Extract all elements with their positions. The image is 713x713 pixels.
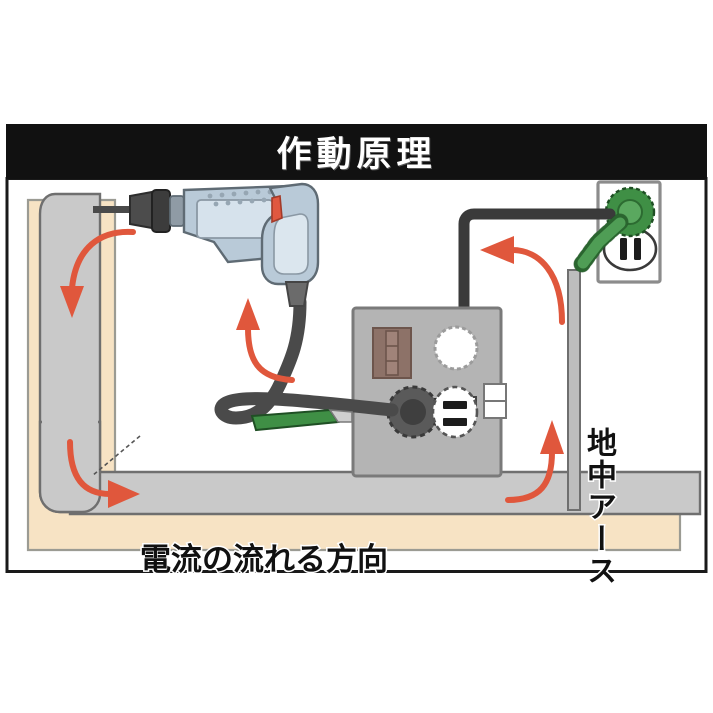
drill-neck <box>169 195 185 227</box>
drill-chuck <box>129 190 153 230</box>
flow-arrows <box>60 228 565 508</box>
drill-chuck-collar <box>151 189 171 233</box>
outlet-slot-right <box>634 238 641 260</box>
drill-trigger <box>271 194 283 224</box>
arrow-up-earth-rod-head <box>540 420 564 454</box>
drill-green-plug <box>250 408 353 432</box>
wall-outlet <box>596 180 662 284</box>
arrow-down-column-path <box>69 228 136 291</box>
label-leader-line <box>91 435 141 477</box>
arrow-up-earth-rod-path <box>505 449 555 503</box>
page-title: 作動原理 <box>276 135 437 175</box>
control-box-knob-core[interactable] <box>400 399 426 425</box>
control-box-socket-body <box>431 385 479 439</box>
label-underground-earth: 地中アース <box>580 426 618 589</box>
control-box-dial[interactable] <box>433 325 479 371</box>
arrow-right-foundation-path <box>67 439 113 497</box>
drill-handle-inner <box>273 213 309 275</box>
drill-vents <box>207 189 273 207</box>
earth-rod-group <box>567 269 581 511</box>
arrow-right-foundation-head <box>108 480 140 508</box>
control-box-socket-slot-top <box>443 401 467 409</box>
earth-rod <box>567 269 581 511</box>
power-cable <box>458 208 616 314</box>
drill-cord-boot <box>284 281 310 307</box>
arrow-left-cable-head <box>480 236 514 264</box>
arrow-up-drill-head <box>236 298 260 330</box>
control-box-socket-slot-bottom <box>443 418 467 426</box>
label-current-direction: 電流の流れる方向 <box>139 541 390 580</box>
control-box-button-stack-bottom[interactable] <box>483 400 507 419</box>
arrow-left-cable-path <box>509 247 565 325</box>
outlet-slot-left <box>620 238 627 260</box>
diagram-figure: 電流の流れる方向 地中アース <box>0 122 713 594</box>
arrow-up-drill-path <box>245 325 295 383</box>
control-box-lower-controls <box>386 385 479 439</box>
title-bar: 作動原理 <box>6 124 707 179</box>
electric-drill <box>93 182 320 307</box>
control-box-meter-scale <box>385 330 399 376</box>
drill-cable <box>214 295 399 425</box>
control-box <box>351 306 507 478</box>
ground-wire-core <box>577 217 626 269</box>
drill-bit <box>93 206 135 213</box>
arrow-down-column-head <box>60 286 84 318</box>
control-box-button-stack-top[interactable] <box>483 383 507 402</box>
